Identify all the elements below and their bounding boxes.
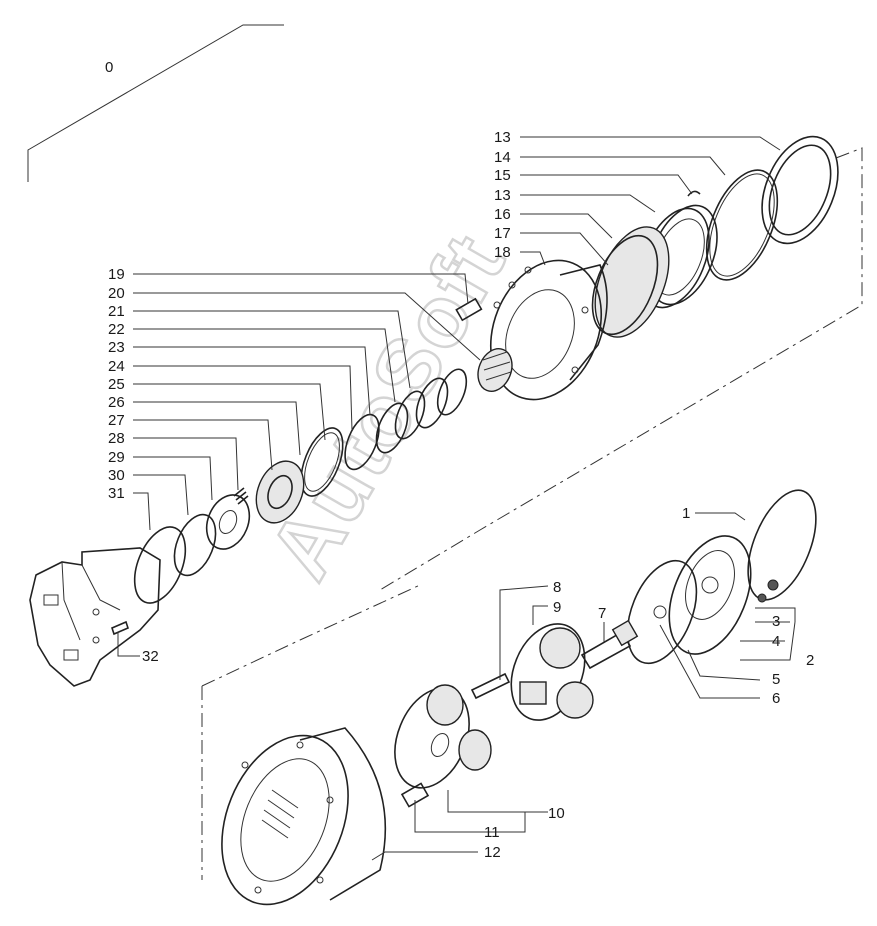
- part-11-pin: [400, 782, 430, 808]
- part-12-housing: [221, 727, 387, 906]
- callout-16: 16: [494, 206, 511, 223]
- callout-27: 27: [108, 412, 125, 429]
- part-10-planet-carrier: [394, 684, 492, 789]
- callout-12: 12: [484, 844, 501, 861]
- part-19-pin: [455, 297, 483, 322]
- callout-31: 31: [108, 485, 125, 502]
- assembly-outline-lower: [201, 584, 421, 880]
- callout-23: 23: [108, 339, 125, 356]
- callout-4: 4: [772, 633, 780, 650]
- part-9-planet-carrier: [510, 623, 594, 721]
- part-5-6-plate: [626, 559, 698, 665]
- part-29-washer: [205, 494, 251, 550]
- part-30-snap-ring: [173, 513, 217, 577]
- part-13-seal-ring: [761, 135, 839, 245]
- part-20-spline-shaft: [477, 348, 513, 392]
- part-18-hub: [489, 259, 608, 401]
- callout-17: 17: [494, 225, 511, 242]
- callout-24: 24: [108, 358, 125, 375]
- part-14-ring: [705, 169, 779, 281]
- part-15-clip: [687, 190, 701, 197]
- callout-25: 25: [108, 376, 125, 393]
- assembly-outline-upper: [379, 147, 863, 591]
- callout-11: 11: [484, 824, 500, 841]
- callout-7: 7: [598, 605, 606, 622]
- part-32-motor: [29, 547, 161, 687]
- callout-29: 29: [108, 449, 125, 466]
- callout-21: 21: [108, 303, 125, 320]
- callout-10: 10: [548, 805, 565, 822]
- part-7-shaft: [580, 619, 639, 670]
- callout-20: 20: [108, 285, 125, 302]
- watermark-text: AutoSoft: [251, 218, 524, 594]
- callout-8: 8: [553, 579, 561, 596]
- callout-5: 5: [772, 671, 780, 688]
- callout-2: 2: [806, 652, 814, 669]
- callout-13a: 13: [494, 129, 511, 146]
- callout-19: 19: [108, 266, 125, 283]
- part-27-bearing: [255, 460, 305, 524]
- callout-6: 6: [772, 690, 780, 707]
- callout-0: 0: [105, 59, 113, 76]
- callout-22: 22: [108, 321, 125, 338]
- callout-18: 18: [494, 244, 511, 261]
- callout-15: 15: [494, 167, 511, 184]
- part-21-25-ring-stack: [344, 368, 468, 471]
- assembly-bracket: [27, 24, 284, 182]
- part-31-o-ring: [133, 526, 187, 604]
- callout-labels: 0 1 2 3 4 5 6 7 8 9 10 11 12 13 14 15 13…: [105, 59, 814, 861]
- callout-13b: 13: [494, 187, 511, 204]
- part-8-bolt: [470, 672, 511, 700]
- callout-28: 28: [108, 430, 125, 447]
- callout-30: 30: [108, 467, 125, 484]
- callout-32: 32: [142, 648, 159, 665]
- callout-1: 1: [682, 505, 690, 522]
- callout-14: 14: [494, 149, 511, 166]
- callout-3: 3: [772, 613, 780, 630]
- part-2-cover: [668, 535, 779, 655]
- leader-lines: [117, 136, 796, 861]
- callout-9: 9: [553, 599, 561, 616]
- part-26-ring: [300, 427, 344, 497]
- callout-26: 26: [108, 394, 125, 411]
- part-16-seal: [591, 226, 670, 338]
